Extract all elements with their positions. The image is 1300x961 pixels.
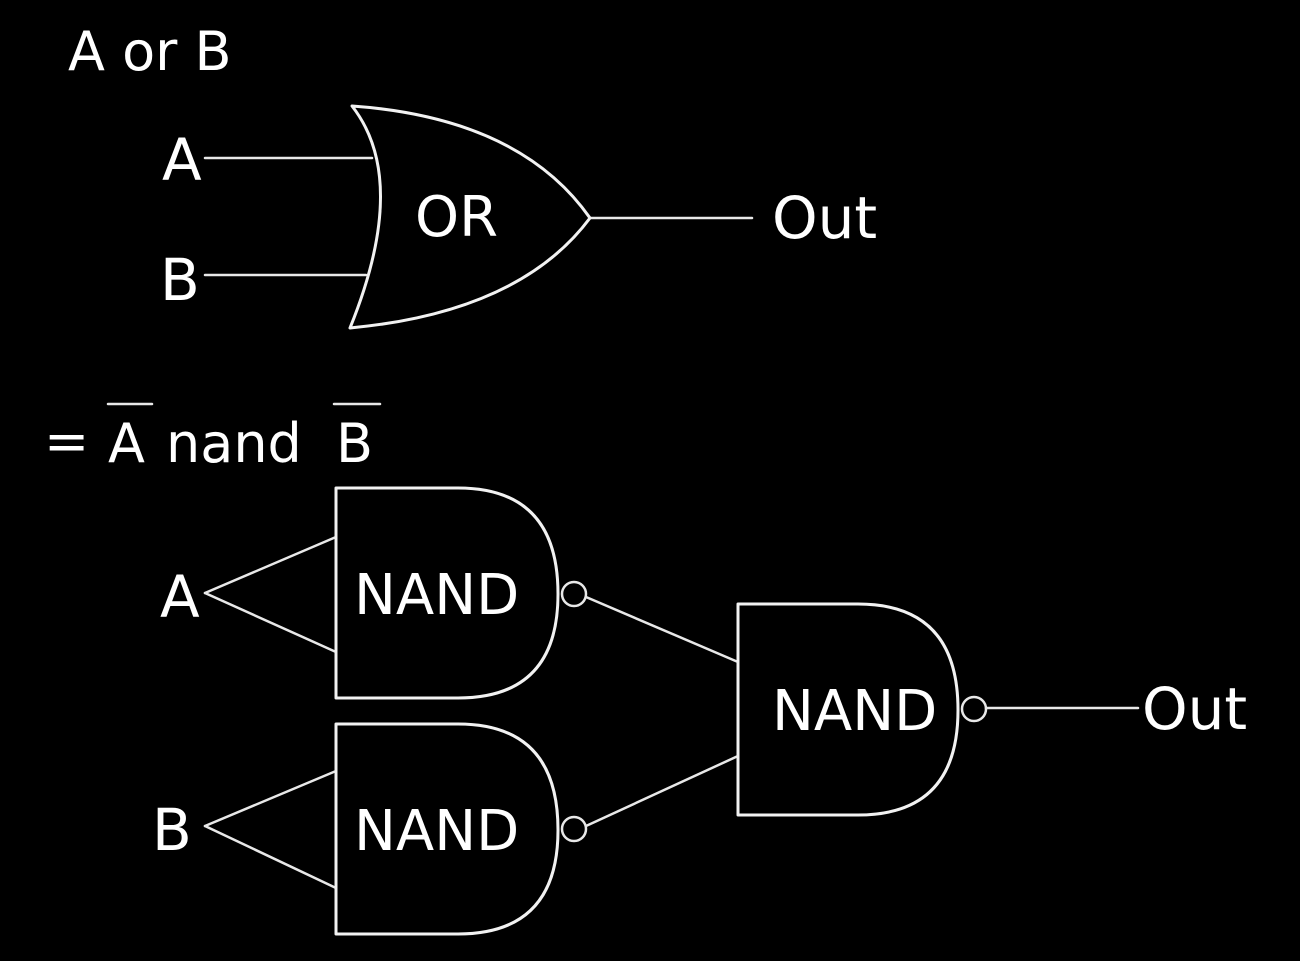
nand-top-to-final-wire — [584, 595, 740, 664]
or-gate-shape — [348, 104, 592, 330]
nand-output-label: Out — [1142, 675, 1247, 743]
top-title: A or B — [68, 20, 232, 83]
or-input-a-label: A — [162, 126, 202, 194]
or-output-label: Out — [772, 184, 877, 252]
nand-input-b-label: B — [152, 796, 192, 864]
or-input-b-label: B — [160, 246, 200, 314]
or-gate-label: OR — [415, 185, 498, 250]
nand-gate-bottom-label: NAND — [354, 799, 519, 864]
nand-input-a-label: A — [160, 563, 200, 631]
nand-b-wire-lower — [203, 824, 338, 890]
nand-a-wire-upper — [203, 535, 338, 595]
equivalence-operand-b: B — [336, 412, 373, 475]
nand-gate-top-bubble — [560, 580, 588, 608]
nand-a-wire-lower — [203, 591, 338, 654]
nand-bottom-to-final-wire — [584, 754, 740, 828]
nand-gate-final-shape — [736, 602, 960, 817]
nand-gate-top-label: NAND — [354, 563, 519, 628]
equivalence-operator: nand — [166, 412, 302, 475]
nand-gate-final-label: NAND — [772, 679, 937, 744]
nand-gate-top-shape — [334, 486, 560, 700]
equals-sign: = — [44, 410, 89, 473]
nand-gate-bottom-bubble — [560, 815, 588, 843]
equivalence-operand-a: A — [108, 412, 145, 475]
nand-b-wire-upper — [203, 769, 338, 828]
nand-gate-final-bubble — [960, 695, 988, 723]
nand-gate-bottom-shape — [334, 722, 560, 936]
